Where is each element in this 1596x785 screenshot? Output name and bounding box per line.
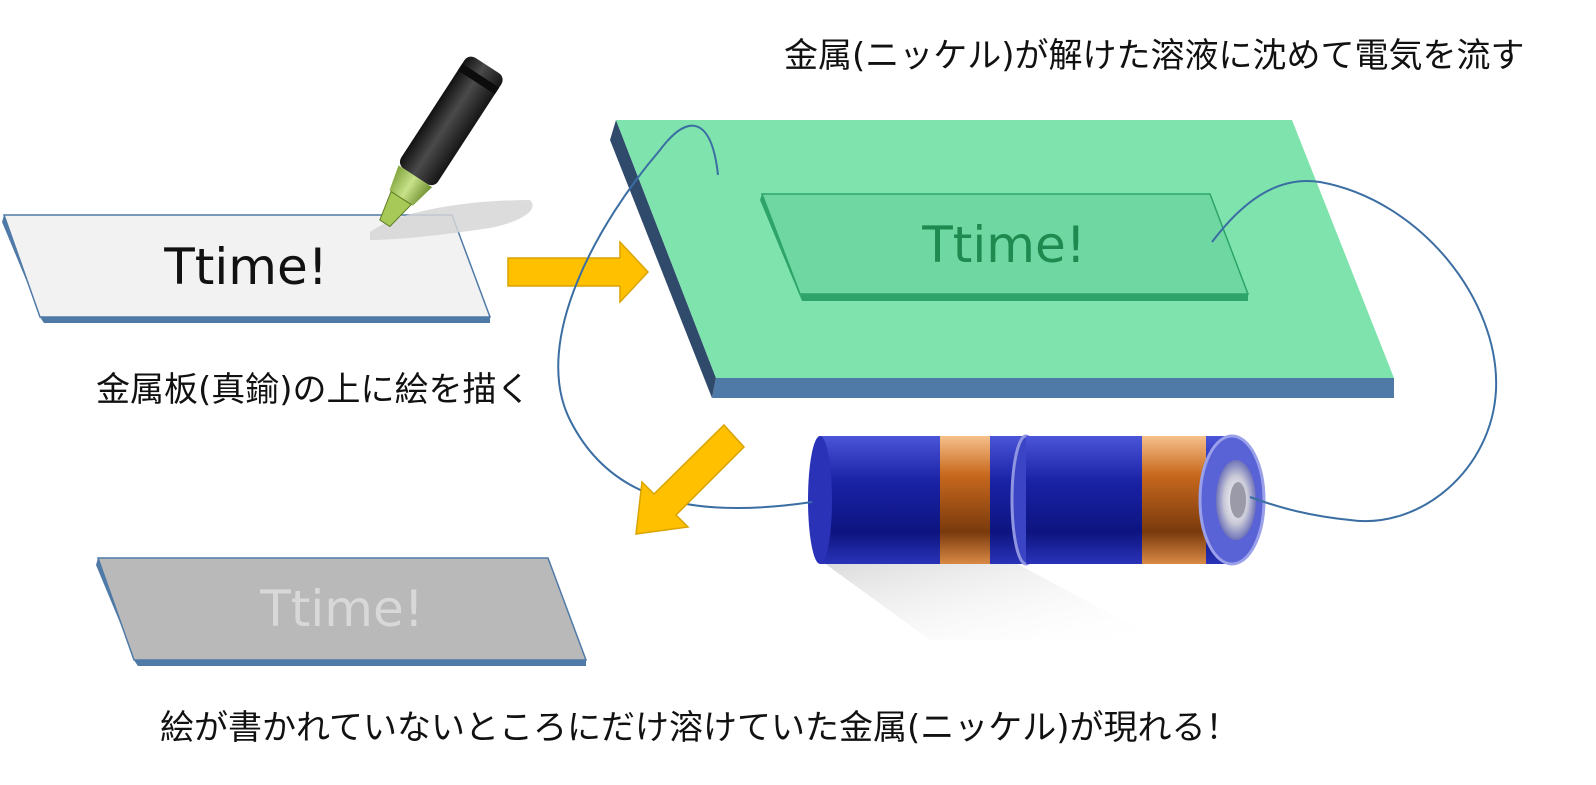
result-plate-text: Ttime! [259,580,424,638]
drawn-plate-text: Ttime! [163,238,328,296]
result-plate-top [96,557,588,661]
battery-shadow [820,560,1160,640]
marker-cap-band [457,63,500,95]
battery-2-terminal-nub [1230,482,1246,518]
plating-bath: Ttime! [610,120,1394,398]
marker-shadow [370,200,533,240]
battery-2-body [1026,436,1146,564]
battery-2-icon [1010,434,1266,566]
brass-plate-front-edge [40,317,490,323]
bath-left-side [610,120,716,398]
marker-nib [379,190,413,228]
arrow-right-icon [507,240,650,304]
brass-plate: Ttime! [2,214,492,323]
inner-plate [760,193,1250,295]
battery-1-body [820,436,950,564]
inner-plate-front [800,294,1248,301]
bath-plate-text: Ttime! [921,216,1086,274]
bath-front-side [712,378,1394,398]
marker-tip [389,165,433,206]
caption-electroplate-step: 金属(ニッケル)が解けた溶液に沈めて電気を流す [784,36,1525,76]
result-plate: Ttime! [96,557,588,666]
inner-plate-left [760,194,802,301]
caption-draw-step: 金属板(真鍮)の上に絵を描く [96,370,531,410]
arrow-down-left-icon [635,423,746,535]
caption-result-step: 絵が書かれていないところにだけ溶けていた金属(ニッケル)が現れる！ [160,708,1240,748]
result-plate-front-edge [134,660,586,666]
circuit-wire-right [1211,180,1498,523]
marker-body [399,56,503,186]
marker-pen-icon [379,56,503,228]
battery-2-copper-band [1142,436,1206,564]
battery-pack [808,434,1266,640]
brass-plate-top [2,214,492,318]
battery-1-icon [808,436,1026,564]
battery-1-base [808,436,832,564]
